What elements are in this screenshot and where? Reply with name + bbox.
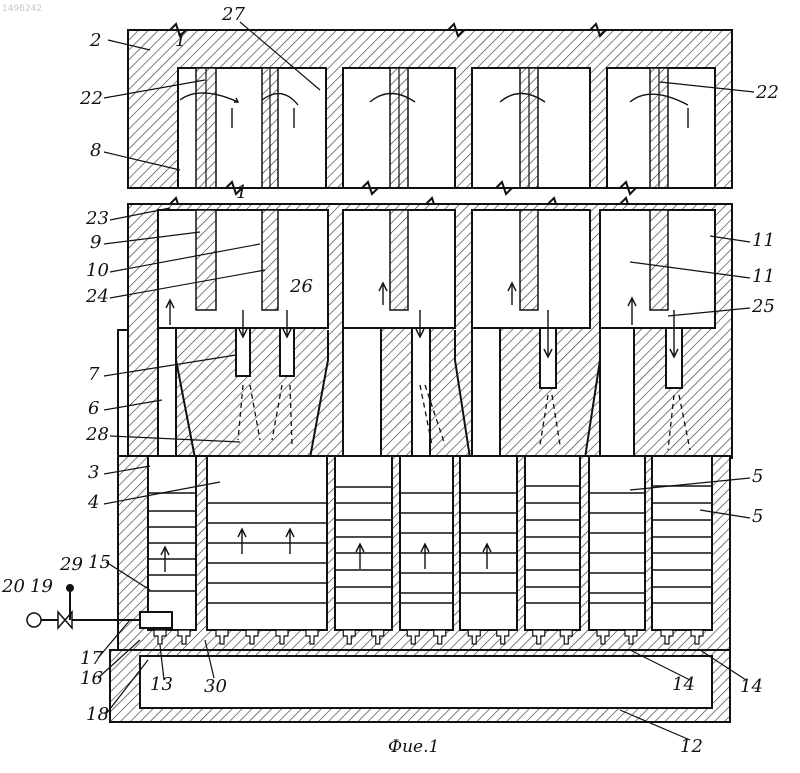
label-25: 25 <box>751 296 775 317</box>
label-12: 12 <box>680 736 703 757</box>
label-13: 13 <box>150 674 173 695</box>
kiln-car-6 <box>525 456 580 630</box>
label-7: 7 <box>88 364 100 385</box>
label-18: 18 <box>86 704 109 725</box>
label-23: 23 <box>85 208 109 229</box>
label-11-b: 11 <box>752 266 775 287</box>
label-1-b: 1 <box>236 182 247 203</box>
label-1-a: 1 <box>175 30 186 51</box>
label-22-right: 22 <box>755 82 779 103</box>
label-2: 2 <box>89 30 101 51</box>
watermark-number: 1496242 <box>2 4 42 14</box>
handle-29 <box>66 584 74 592</box>
label-9: 9 <box>90 232 101 253</box>
label-17: 17 <box>80 648 103 669</box>
label-28: 28 <box>85 424 109 445</box>
label-22-left: 22 <box>79 88 103 109</box>
kiln-cars-row <box>118 456 730 656</box>
label-27: 27 <box>221 4 245 25</box>
kiln-car-3 <box>335 456 392 630</box>
figure-caption: Фие.1 <box>388 737 439 757</box>
label-26: 26 <box>289 276 313 297</box>
label-16: 16 <box>80 668 103 689</box>
label-24: 24 <box>85 286 109 307</box>
label-29: 29 <box>59 554 83 575</box>
label-11-a: 11 <box>752 230 775 251</box>
label-19: 19 <box>30 576 53 597</box>
label-14-b: 14 <box>740 676 763 697</box>
kiln-car-7 <box>589 456 645 630</box>
fitting-20 <box>27 613 41 627</box>
label-8: 8 <box>90 140 101 161</box>
label-20: 20 <box>1 576 25 597</box>
label-5-a: 5 <box>752 466 763 487</box>
label-10: 10 <box>86 260 109 281</box>
label-30: 30 <box>204 676 227 697</box>
label-3: 3 <box>88 462 99 483</box>
label-5-b: 5 <box>752 506 763 527</box>
kiln-car-4 <box>400 456 453 630</box>
label-6: 6 <box>88 398 99 419</box>
label-4: 4 <box>87 492 99 513</box>
shaft-left <box>158 328 176 456</box>
upper-block <box>128 30 732 188</box>
kiln-car-5 <box>460 456 517 630</box>
